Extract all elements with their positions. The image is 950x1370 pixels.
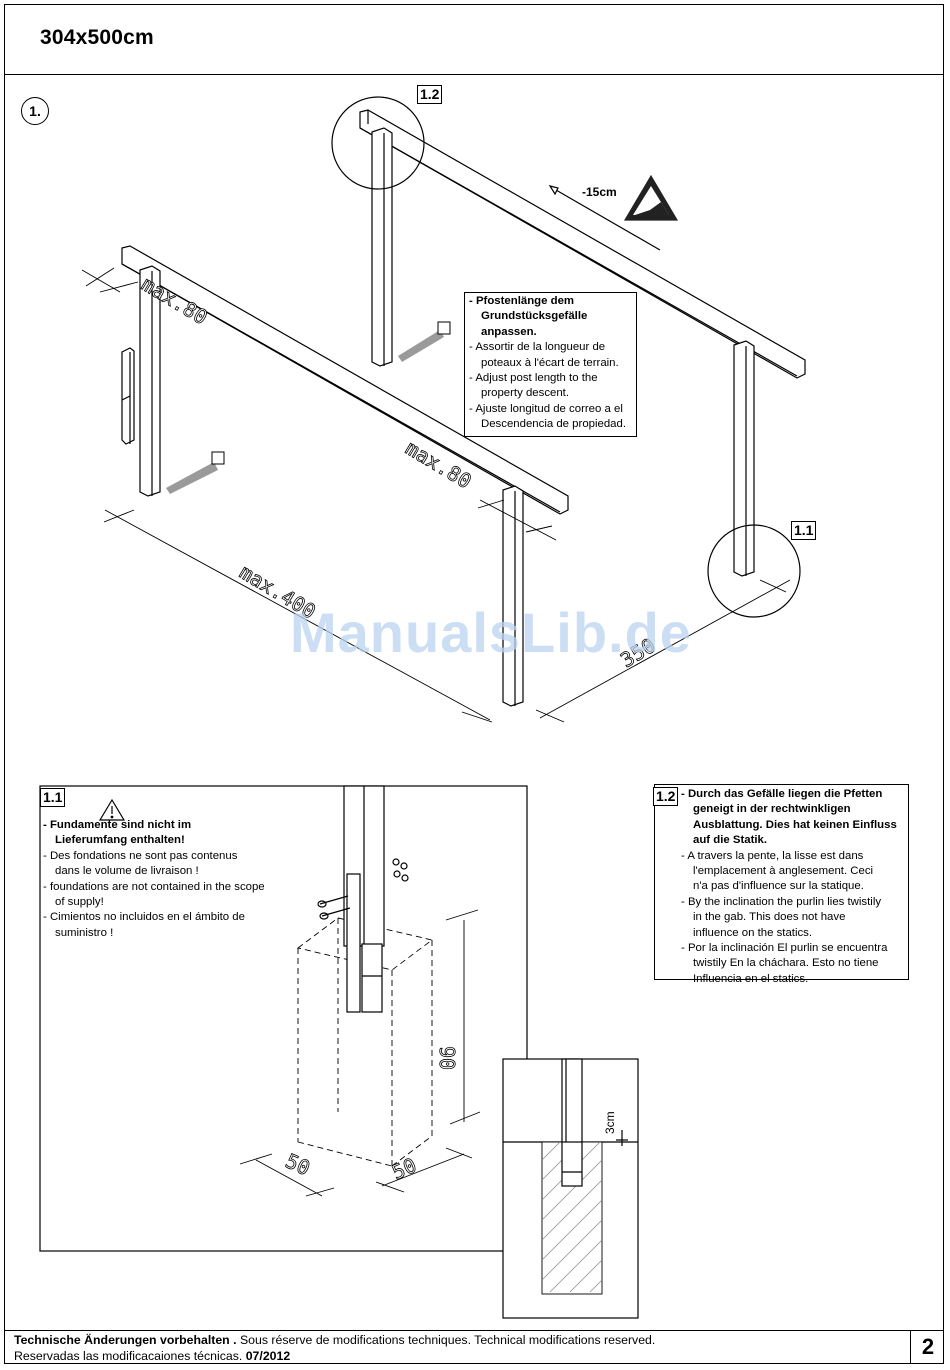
detail-tag-1-1-box: 1.1 [40,788,66,807]
note-line: l'emplacement à anglesement. Ceci [693,865,874,878]
note-line: - By the inclination the purlin lies twi… [681,895,882,908]
dimension-lines [81,267,791,723]
detail-circle-1-1 [707,524,801,618]
back-beam [359,109,806,379]
note-line: n'a pas d'influence sur la statique. [693,880,864,893]
detail-tag-1-2-top: 1.2 [417,85,443,104]
slope-arrow [555,189,661,251]
note-line: auf die Statik. [693,834,768,847]
detail-circle-1-2 [331,96,425,190]
note-line: - Ajuste longitud de correo a el [469,402,623,415]
slope-warning-icon [623,174,679,221]
footer-text: Technische Änderungen vorbehalten . Sous… [14,1333,655,1364]
post-offcut [121,347,135,445]
footer-line2: Reservadas las modificacaiones técnicas. [14,1348,243,1363]
post-front-left [139,265,161,497]
saw-icon-lower [166,451,225,494]
front-beam [121,245,569,515]
foundation-dimension-lines [239,909,481,1197]
note-line: - Durch das Gefälle liegen die Pfetten [681,788,883,800]
slope-label: -15cm [582,185,617,199]
page-frame [4,4,944,1364]
note-line: - Por la inclinación El purlin se encuen… [681,942,888,955]
saw-icon-upper [398,321,451,362]
foundation-block [296,917,434,1167]
note-line: dans le volume de livraison ! [55,865,199,878]
detail-tag-1-2-box: 1.2 [653,787,679,806]
note-line: of supply! [55,896,104,909]
note-line: - Pfostenlänge dem [469,295,575,307]
detail-tag-1-1-top: 1.1 [791,521,817,540]
note-line: Lieferumfang enthalten! [55,834,185,847]
note-line: - Cimientos no incluidos en el ámbito de [43,911,245,924]
note-line: suministro ! [55,926,114,939]
watermark: ManualsLib.de [290,601,692,664]
step-number-badge: 1. [21,97,49,125]
post-length-note: - Pfostenlänge dem Grundstücksgefälle an… [464,292,637,437]
note-line: in the gab. This does not have [693,911,846,924]
purlin-note: - Durch das Gefälle liegen die Pfetten g… [653,784,909,985]
dim-3cm: 3cm [603,1111,617,1134]
foundation-note: - Fundamente sind nicht im Lieferumfang … [43,818,293,941]
detail-box-1-1 [39,785,528,1252]
footer-bold: Technische Änderungen vorbehalten . [14,1333,237,1347]
note-line: poteaux à l'écart de terrain. [481,356,619,369]
note-line: - foundations are not contained in the s… [43,880,265,893]
page-number: 2 [910,1330,945,1364]
note-line: Descendencia de propiedad. [481,418,627,431]
note-line: Ausblattung. Dies hat keinen Einfluss [693,818,897,831]
note-line: anpassen. [481,325,537,338]
cross-section-detail [503,1058,638,1295]
note-line: property descent. [481,387,570,400]
post-back-right [733,340,755,577]
post-front-right [502,485,524,707]
post-back-left [371,127,393,367]
header-divider [4,74,944,75]
foundation-post [343,785,385,1013]
note-line: - A travers la pente, la lisse est dans [681,849,864,862]
note-line: - Fundamente sind nicht im [43,819,192,831]
note-line: - Assortir de la longueur de [469,341,606,354]
note-line: geneigt in der rechtwinkligen [693,803,851,816]
note-line: - Des fondations ne sont pas contenus [43,849,238,862]
note-line: Grundstücksgefälle [481,310,588,323]
footer-divider [4,1330,944,1331]
footer-line1: Sous réserve de modifications techniques… [236,1333,656,1347]
note-line: twistily En la cháchara. Esto no tiene [693,957,879,970]
dim-90: 90 [435,1046,459,1070]
page-title: 304x500cm [40,26,154,49]
footer-date: 07/2012 [245,1348,291,1363]
note-line: - Adjust post length to the [469,372,598,385]
note-line: Influencia en el statics. [693,972,809,985]
bolt-icons [317,858,409,920]
warning-icon [98,798,126,821]
note-line: influence on the statics. [693,926,813,939]
